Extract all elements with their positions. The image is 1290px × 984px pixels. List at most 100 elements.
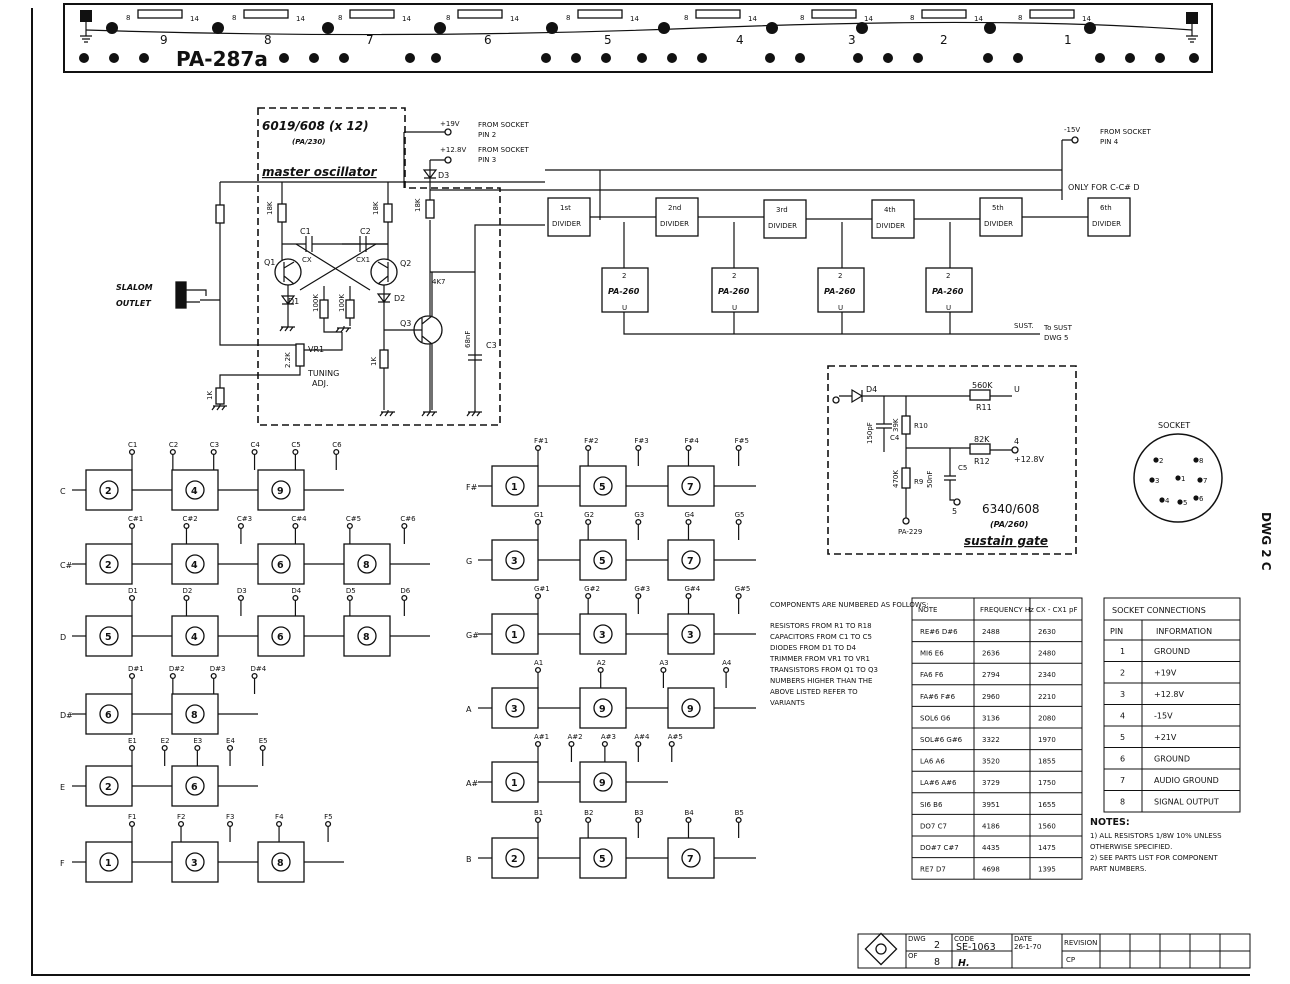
row-module-number: 2 [511,854,518,865]
row-note-label: G# [466,631,479,640]
row-tap-label: G#3 [634,585,650,593]
row-tap-label: B3 [634,809,643,817]
strip-channel-8: 8 [264,33,272,47]
socket-table-header-info: INFORMATION [1156,627,1212,636]
row-module-number: 3 [191,858,198,869]
row-tap-terminal [183,594,190,602]
row-tap-terminal [534,740,542,748]
row-tap-terminal [635,444,642,452]
strip-solder-pad [766,22,778,34]
numbering-line: TRANSISTORS FROM Q1 TO Q3 [769,666,878,674]
row-module-number: 4 [191,486,198,497]
c1-label: C1 [300,227,311,236]
row-module-number-ring [99,480,119,500]
osc-name: master oscillator [262,165,378,179]
row-tap-terminal [401,594,408,602]
row-module-number-ring [593,624,613,644]
row-tap-terminal [292,448,299,456]
freq-table-cell: FA6 F6 [920,671,944,679]
row-tap-terminal [237,522,244,530]
r-label-3: 100K [312,294,320,312]
strip-solder-pad [106,22,118,34]
row-tap-terminal [259,744,266,752]
socket-pin-8 [1193,457,1199,463]
row-tap-label: D2 [182,587,192,595]
row-module-number-ring [99,554,119,574]
row-tap-label: G#4 [684,585,700,593]
v128-pin: PIN 3 [478,156,496,164]
row-module-number-ring [505,848,525,868]
row-tap-label: A2 [597,659,606,667]
row-tap-label: D1 [128,587,138,595]
socket-table-pin: 4 [1120,712,1125,721]
tb-date: 26-1-70 [1014,943,1041,951]
freq-table-header: NOTE [918,606,937,614]
row-tap-label: C#6 [400,515,416,523]
strip-mounting-hole [853,53,863,63]
row-module-number: 9 [277,486,284,497]
numbering-line: NUMBERS HIGHER THAN THE [770,677,872,685]
row-tap-terminal [635,518,642,526]
strip-resistor [137,9,183,19]
socket-table-info: GROUND [1154,755,1190,764]
resistor-r10 [901,415,911,435]
numbering-line: ABOVE LISTED REFER TO [770,688,858,696]
row-module-number-ring [99,776,119,796]
pa260-pin-bottom: U [838,304,843,312]
socket-pin-label: 8 [1199,457,1203,465]
row-tap-terminal [568,740,575,748]
row-module-number: 2 [105,560,112,571]
socket-pin-label: 6 [1199,495,1204,503]
tb-date-label: DATE [1014,935,1032,943]
row-module-number: 2 [105,782,112,793]
row-tap-label: F#5 [735,437,749,445]
board-label: PA-287a [176,47,268,71]
tuning-label: TUNING [307,369,339,378]
socket-table-pin: 2 [1120,669,1125,678]
row-tap-terminal [735,816,742,824]
divider-1 [547,197,591,237]
socket-table-pin: 8 [1120,798,1125,807]
row-tap-terminal [534,666,542,674]
divider-ordinal: 5th [992,204,1004,212]
socket-pin-4 [1159,497,1165,503]
row-tap-label: A#1 [534,733,549,741]
resistor-r3 [425,199,435,219]
strip-mounting-hole [109,53,119,63]
socket-pin-1 [1175,475,1181,481]
strip-channel-6: 6 [484,33,492,47]
row-module-number-ring [185,704,205,724]
freq-table-cell: SI6 B6 [920,801,943,809]
row-tap-terminal [128,744,136,752]
freq-table-cell: 2080 [1038,714,1056,722]
row-tap-terminal [735,518,742,526]
freq-table-cell: 2630 [1038,628,1056,636]
freq-table-cell: 4186 [982,822,1000,830]
row-tap-label: C#2 [182,515,197,523]
row-note-label: A [466,705,472,714]
freq-table-cell: LA#6 A#6 [920,779,957,787]
strip-pin8-label: 8 [566,14,570,22]
row-module-number-ring [593,476,613,496]
row-tap-label: D#2 [169,665,185,673]
row-tap-label: A#3 [601,733,616,741]
strip-channel-2: 2 [940,33,948,47]
strip-pin14-label: 14 [864,15,873,23]
q2-label: Q2 [400,259,411,268]
freq-table-cell: 2636 [982,650,1000,658]
pa260-module [925,267,973,313]
r-label-5: 18K [414,198,422,212]
divider-ordinal: 3rd [776,206,788,214]
strip-pin14-label: 14 [630,15,639,23]
row-tap-label: C#5 [346,515,361,523]
strip-mounting-hole [571,53,581,63]
v15-pin: PIN 4 [1100,138,1119,146]
row-module-box [491,465,539,507]
divider-label: DIVIDER [876,222,905,230]
row-module-number: 1 [511,630,518,641]
row-tap-label: C5 [291,441,300,449]
row-module-number: 9 [599,704,606,715]
